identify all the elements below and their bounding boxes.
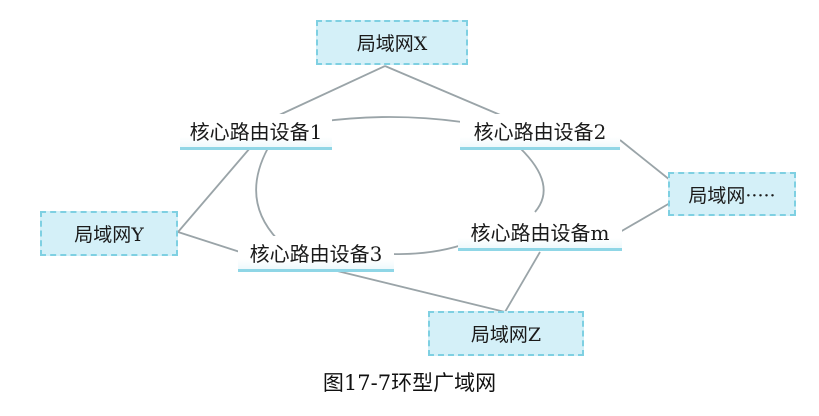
core-router-1: 核心路由设备1 xyxy=(180,114,332,150)
lan-more: 局域网····· xyxy=(668,172,796,216)
ring-arc-rm-r3 xyxy=(391,244,463,255)
lan-x: 局域网X xyxy=(316,20,468,65)
core-router-3: 核心路由设备3 xyxy=(238,236,394,272)
link-lany-r3 xyxy=(177,231,241,253)
ring-arc-r3-r1 xyxy=(255,147,279,241)
link-r3-lanz xyxy=(324,267,506,313)
lan-z: 局域网Z xyxy=(428,311,584,356)
link-r2-lanmore xyxy=(619,139,671,181)
core-router-m: 核心路由设备m xyxy=(458,215,622,251)
link-lanx-r2 xyxy=(384,65,506,118)
lan-y: 局域网Y xyxy=(40,211,178,256)
link-rm-lanz xyxy=(504,251,541,313)
ring-arc-r2-rm xyxy=(519,147,545,213)
ring-arc-r1-r2 xyxy=(317,116,463,123)
link-r1-lany xyxy=(177,147,251,233)
link-rm-lanmore xyxy=(619,202,671,233)
link-lanx-r1 xyxy=(274,65,386,118)
core-router-2: 核心路由设备2 xyxy=(460,114,620,150)
figure-caption: 图17-7环型广域网 xyxy=(322,371,497,395)
